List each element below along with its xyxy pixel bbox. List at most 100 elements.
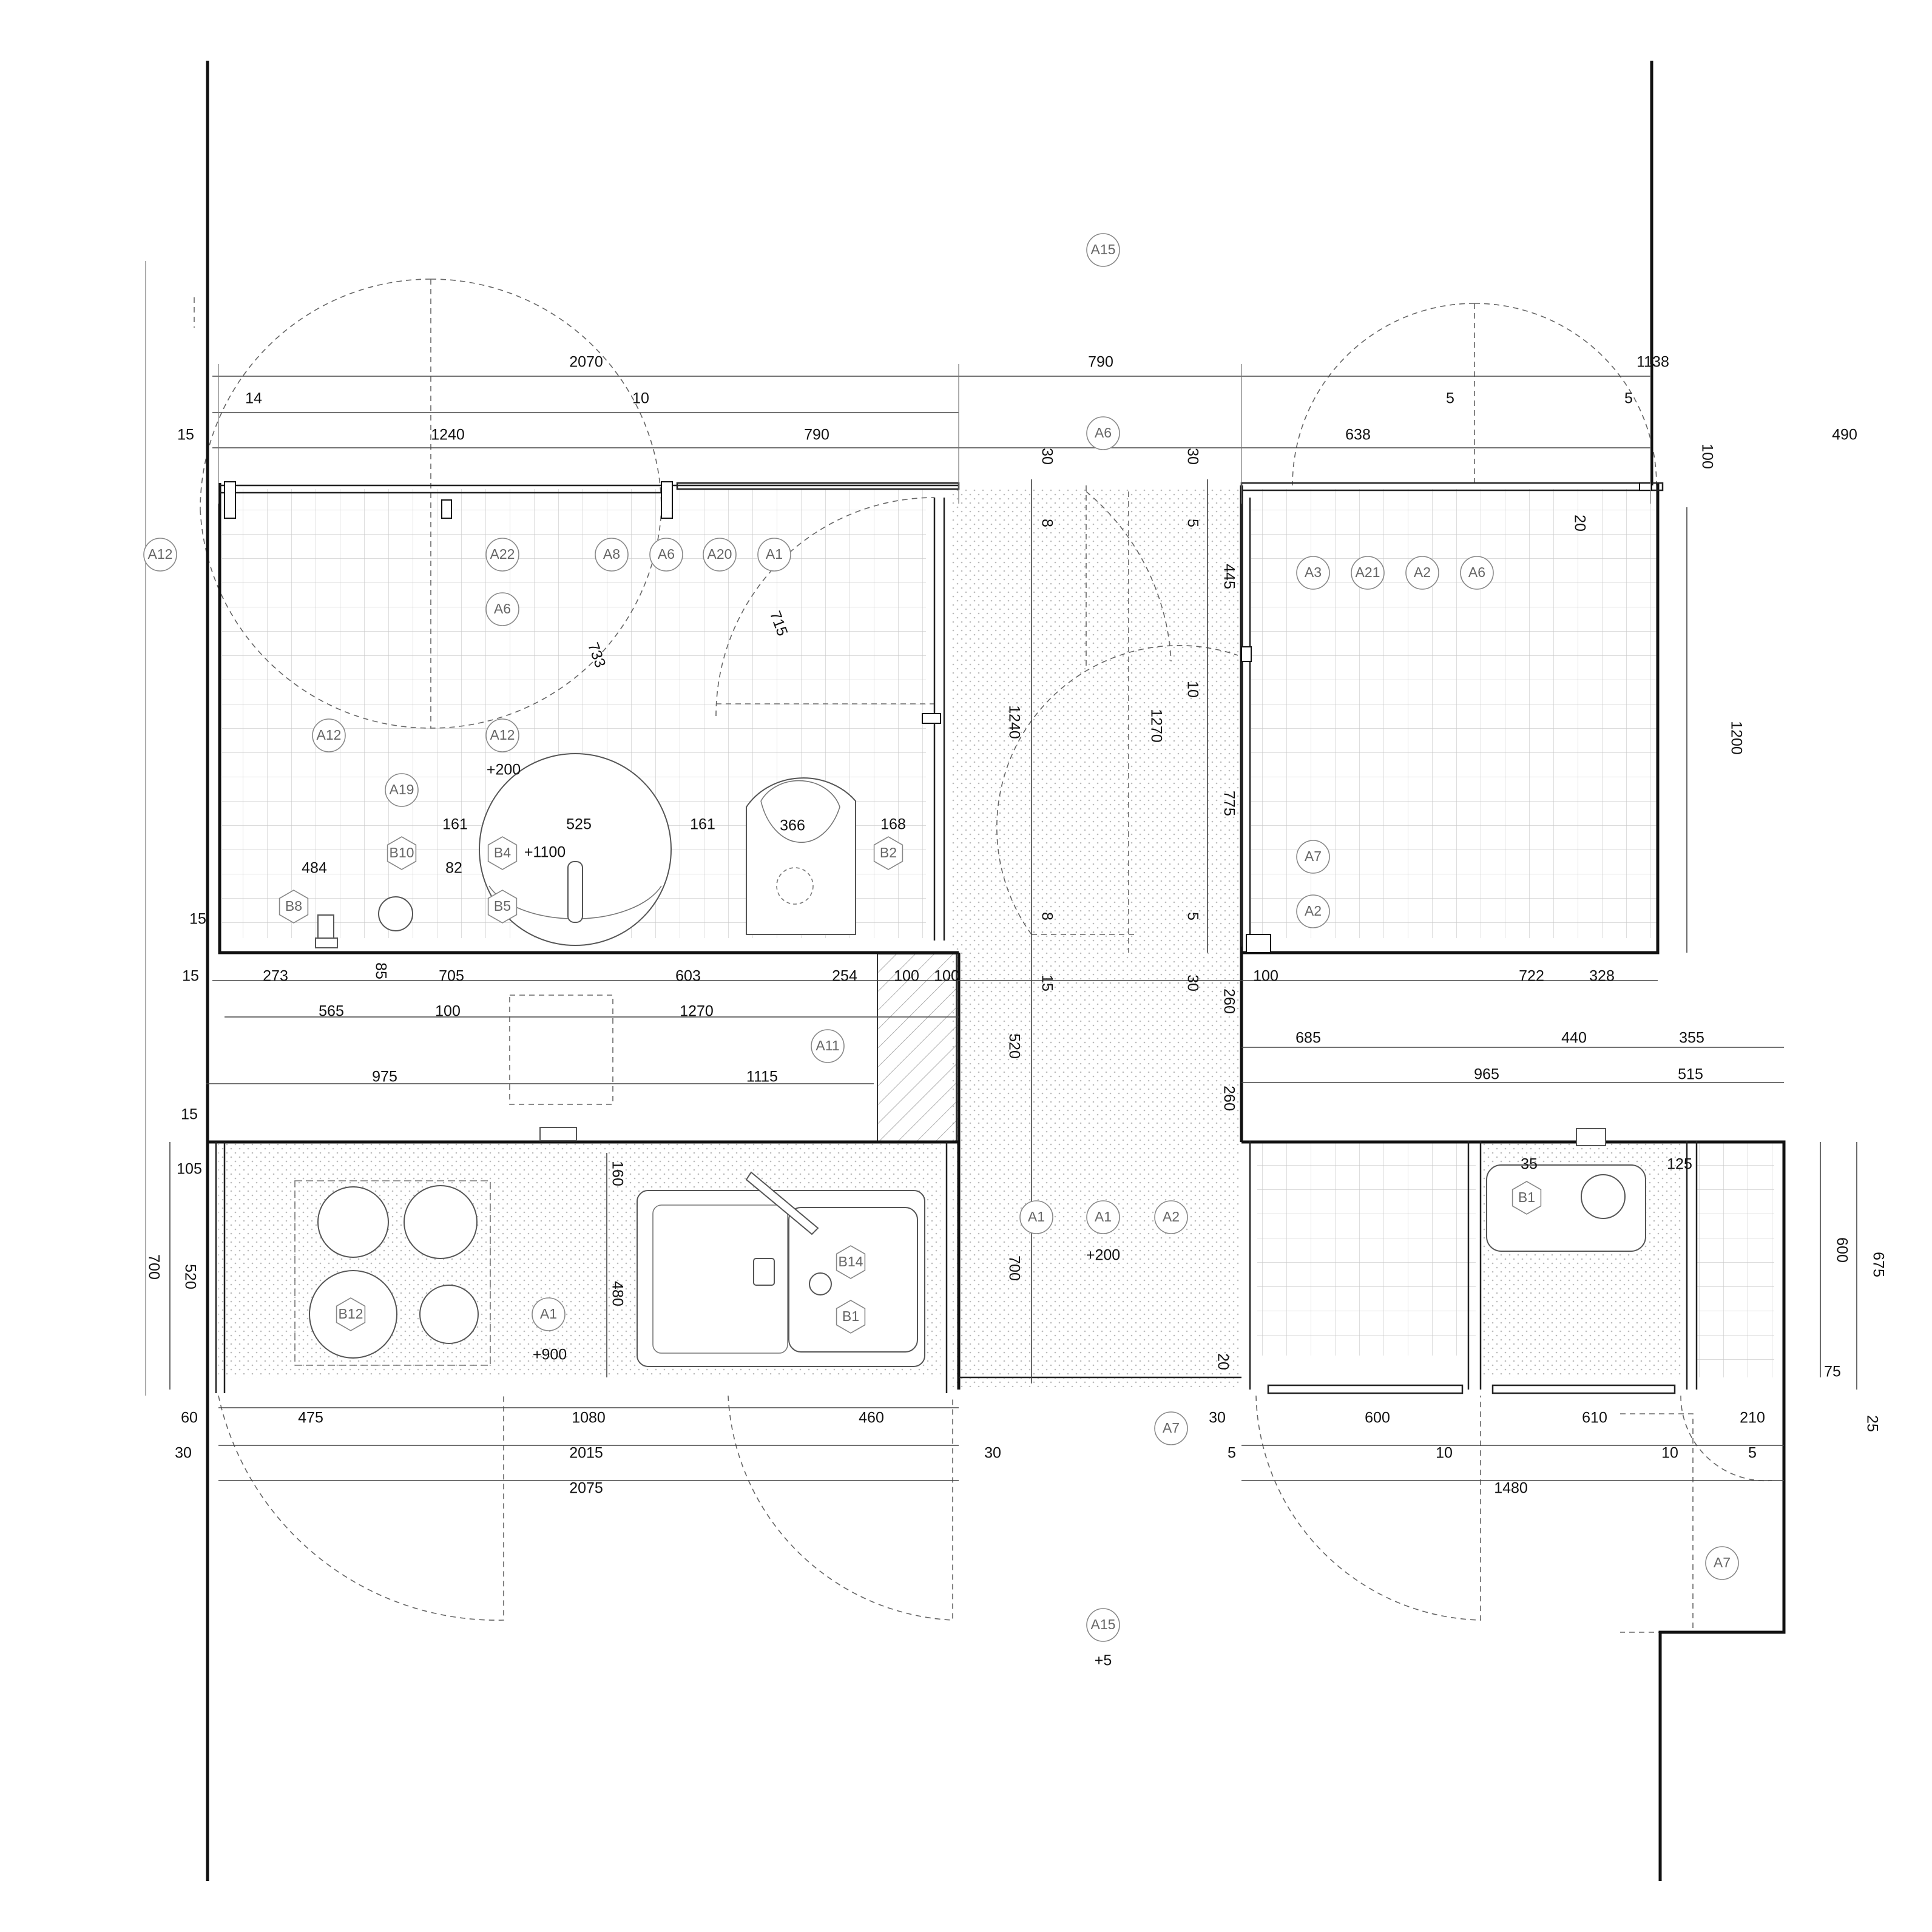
element-tag: A6 <box>485 592 519 626</box>
element-tag: A12 <box>143 538 177 572</box>
element-tag: A2 <box>1296 894 1330 928</box>
dimension-label: 2015 <box>569 1445 603 1462</box>
dimension-label: 30 <box>1184 974 1201 991</box>
svg-text:B14: B14 <box>839 1254 863 1269</box>
svg-text:A2: A2 <box>1163 1209 1180 1224</box>
svg-text:A1: A1 <box>1095 1209 1112 1224</box>
element-tag: A15 <box>1086 1608 1120 1642</box>
dimension-label: 675 <box>1870 1252 1886 1277</box>
dimension-label: 565 <box>319 1003 344 1020</box>
equipment-tag: B14 <box>836 1245 866 1279</box>
dimension-label: 15 <box>181 1106 198 1123</box>
svg-text:A8: A8 <box>603 546 620 562</box>
svg-text:A6: A6 <box>1468 564 1485 580</box>
dimension-label: 5 <box>1184 912 1201 920</box>
dimension-label: 100 <box>934 968 959 985</box>
equipment-tag: B5 <box>487 890 518 924</box>
dimension-label: 30 <box>175 1445 192 1462</box>
dimension-label: 355 <box>1679 1030 1704 1047</box>
element-tag: A12 <box>312 718 346 752</box>
dimension-label: 700 <box>1005 1255 1022 1281</box>
svg-text:A20: A20 <box>708 546 732 562</box>
equipment-tag: B10 <box>387 836 417 870</box>
equipment-tag: B1 <box>836 1300 866 1334</box>
dimension-label: 1240 <box>431 427 465 444</box>
dimension-label: 520 <box>181 1264 198 1289</box>
level-label: +900 <box>533 1346 567 1363</box>
dimension-label: 30 <box>1184 448 1201 465</box>
dimension-label: 5 <box>1184 519 1201 527</box>
svg-text:B1: B1 <box>1518 1189 1535 1205</box>
dimension-label: 1270 <box>1147 709 1164 743</box>
dimension-label: 5 <box>1748 1445 1757 1462</box>
dimension-label: 1138 <box>1636 354 1669 371</box>
element-tag: A7 <box>1296 840 1330 874</box>
svg-text:A1: A1 <box>1028 1209 1045 1224</box>
element-tag: A8 <box>595 538 629 572</box>
dimension-label: 515 <box>1678 1066 1703 1083</box>
equipment-tag: B2 <box>873 836 904 870</box>
dimension-label: 161 <box>442 816 468 833</box>
svg-text:B12: B12 <box>339 1306 363 1322</box>
dimension-label: 260 <box>1220 988 1237 1014</box>
svg-text:A1: A1 <box>540 1306 557 1322</box>
dimension-label: 15 <box>189 911 206 928</box>
element-tag: A3 <box>1296 556 1330 590</box>
svg-text:A12: A12 <box>317 727 342 743</box>
dimension-label: 75 <box>1824 1363 1841 1380</box>
door-swings <box>194 279 1772 1633</box>
element-tag: A6 <box>1460 556 1494 590</box>
dimension-label: 15 <box>1038 974 1055 991</box>
dimension-label: 30 <box>1038 448 1055 465</box>
dimension-label: 30 <box>984 1445 1001 1462</box>
element-tag: A15 <box>1086 233 1120 267</box>
svg-text:B1: B1 <box>842 1308 859 1324</box>
element-tag: A20 <box>703 538 737 572</box>
svg-text:A6: A6 <box>494 601 511 616</box>
dimension-label: 254 <box>832 968 857 985</box>
dimension-label: 1240 <box>1005 705 1022 739</box>
dimension-label: 460 <box>859 1410 884 1427</box>
element-tag: A1 <box>1086 1200 1120 1234</box>
dimension-label: 440 <box>1561 1030 1587 1047</box>
dimension-label: 685 <box>1295 1030 1321 1047</box>
element-tag: A1 <box>532 1297 566 1331</box>
dimension-label: 722 <box>1519 968 1544 985</box>
dimension-label: 1115 <box>746 1069 778 1086</box>
svg-text:A2: A2 <box>1414 564 1431 580</box>
dimension-label: 100 <box>435 1003 461 1020</box>
equipment-tag: B1 <box>1511 1181 1542 1215</box>
dimension-label: 100 <box>894 968 919 985</box>
dimension-label: 125 <box>1667 1156 1692 1173</box>
svg-text:A12: A12 <box>490 727 515 743</box>
dimension-label: 100 <box>1253 968 1278 985</box>
dimension-label: 475 <box>298 1410 323 1427</box>
fixtures <box>294 753 1646 1367</box>
dimension-label: 14 <box>245 390 262 407</box>
dimension-label: 603 <box>675 968 701 985</box>
dimension-label: 1200 <box>1728 721 1745 755</box>
dimension-label: 490 <box>1832 427 1857 444</box>
dimension-lines <box>145 261 1857 1481</box>
svg-text:A2: A2 <box>1305 903 1322 919</box>
dimension-label: 85 <box>372 962 389 979</box>
dimension-label: 168 <box>880 816 906 833</box>
dimension-label: 790 <box>804 427 829 444</box>
svg-text:A1: A1 <box>766 546 783 562</box>
dimension-label: 60 <box>181 1410 198 1427</box>
svg-text:A22: A22 <box>490 546 515 562</box>
element-tag: A7 <box>1154 1411 1188 1445</box>
element-tag: A12 <box>485 718 519 752</box>
dimension-label: 775 <box>1220 791 1237 816</box>
dimension-label: 15 <box>177 427 194 444</box>
element-tag: A22 <box>485 538 519 572</box>
svg-text:A7: A7 <box>1714 1555 1731 1570</box>
dimension-label: 10 <box>632 390 649 407</box>
dimension-label: 1480 <box>1494 1480 1528 1497</box>
dimension-label: 35 <box>1521 1156 1538 1173</box>
dimension-label: 965 <box>1474 1066 1499 1083</box>
svg-text:B4: B4 <box>494 845 511 860</box>
element-tag: A7 <box>1705 1546 1739 1580</box>
